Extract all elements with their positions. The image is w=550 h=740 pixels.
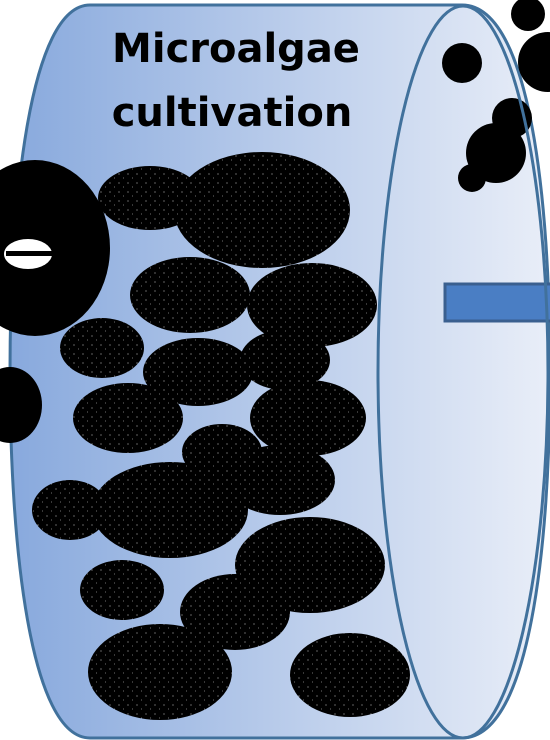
algae-cluster <box>92 462 248 558</box>
algae-cluster <box>73 383 183 453</box>
algae-cluster <box>458 164 486 192</box>
algae-cluster <box>80 560 164 620</box>
cell-highlight-mark <box>4 239 52 269</box>
algae-cluster <box>511 0 545 31</box>
algae-cluster <box>174 152 350 268</box>
algae-cluster <box>442 43 482 83</box>
title-line-1: Microalgae <box>112 26 360 72</box>
algae-cluster <box>130 257 250 333</box>
title-line-2: cultivation <box>112 90 353 136</box>
algae-cluster <box>60 318 144 378</box>
algae-cluster <box>290 633 410 717</box>
outlet-pipe <box>445 284 550 321</box>
algae-cluster <box>88 624 232 720</box>
algae-cluster <box>250 380 366 456</box>
